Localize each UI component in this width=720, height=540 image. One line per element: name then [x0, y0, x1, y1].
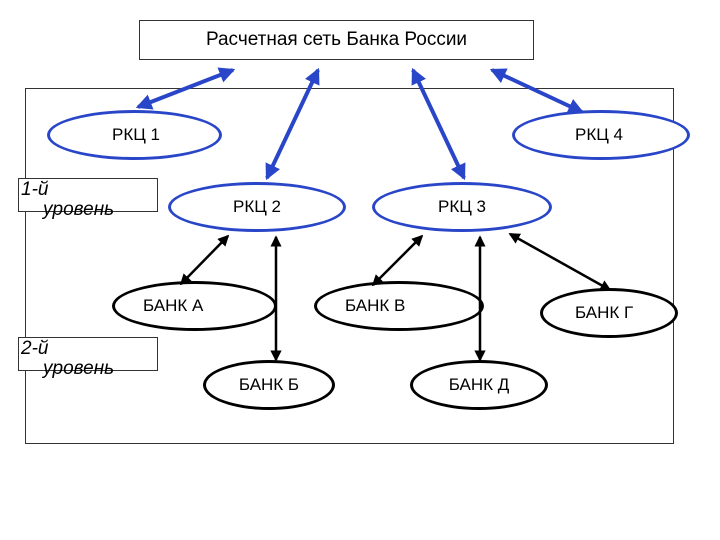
node-rkc1: РКЦ 1: [47, 110, 222, 160]
level-1-label: 1-й уровень: [18, 178, 158, 220]
node-rkc2-label: РКЦ 2: [233, 197, 281, 216]
arrow-rkc2-bank-a: [179, 234, 230, 286]
node-rkc2: РКЦ 2: [168, 182, 346, 232]
node-rkc4-label: РКЦ 4: [575, 125, 623, 144]
node-bank-a-label: БАНК А: [143, 296, 204, 315]
node-bank-v-label: БАНК В: [345, 296, 406, 315]
arrow-rkc3-bank-v: [371, 234, 424, 287]
network-frame: [25, 88, 674, 444]
node-bank-b-label: БАНК Б: [238, 375, 300, 394]
level-1-label-line2: уровень: [43, 199, 115, 220]
diagram-title-text: Расчетная сеть Банка России: [205, 29, 468, 50]
diagram-title: Расчетная сеть Банка России: [139, 20, 534, 60]
node-bank-g-label: БАНК Г: [575, 303, 634, 322]
level-2-label: 2-й уровень: [18, 337, 158, 379]
arrow-title-rkc3: [411, 67, 466, 181]
arrow-title-rkc2: [265, 67, 320, 181]
level-1-label-line1: 1-й: [21, 179, 49, 200]
node-bank-g: БАНК Г: [540, 288, 678, 338]
node-bank-d-label: БАНК Д: [448, 375, 510, 394]
arrow-title-rkc1: [135, 67, 236, 110]
node-rkc1-label: РКЦ 1: [112, 125, 160, 144]
arrow-rkc3-bank-g: [508, 232, 612, 292]
node-rkc3-label: РКЦ 3: [438, 197, 486, 216]
node-bank-b: БАНК Б: [203, 360, 335, 410]
arrow-title-rkc4: [489, 68, 585, 114]
node-rkc4: РКЦ 4: [512, 110, 690, 160]
level-2-label-line2: уровень: [43, 358, 115, 379]
level-2-label-line1: 2-й: [21, 338, 49, 359]
node-bank-d: БАНК Д: [410, 360, 548, 410]
node-rkc3: РКЦ 3: [372, 182, 552, 232]
